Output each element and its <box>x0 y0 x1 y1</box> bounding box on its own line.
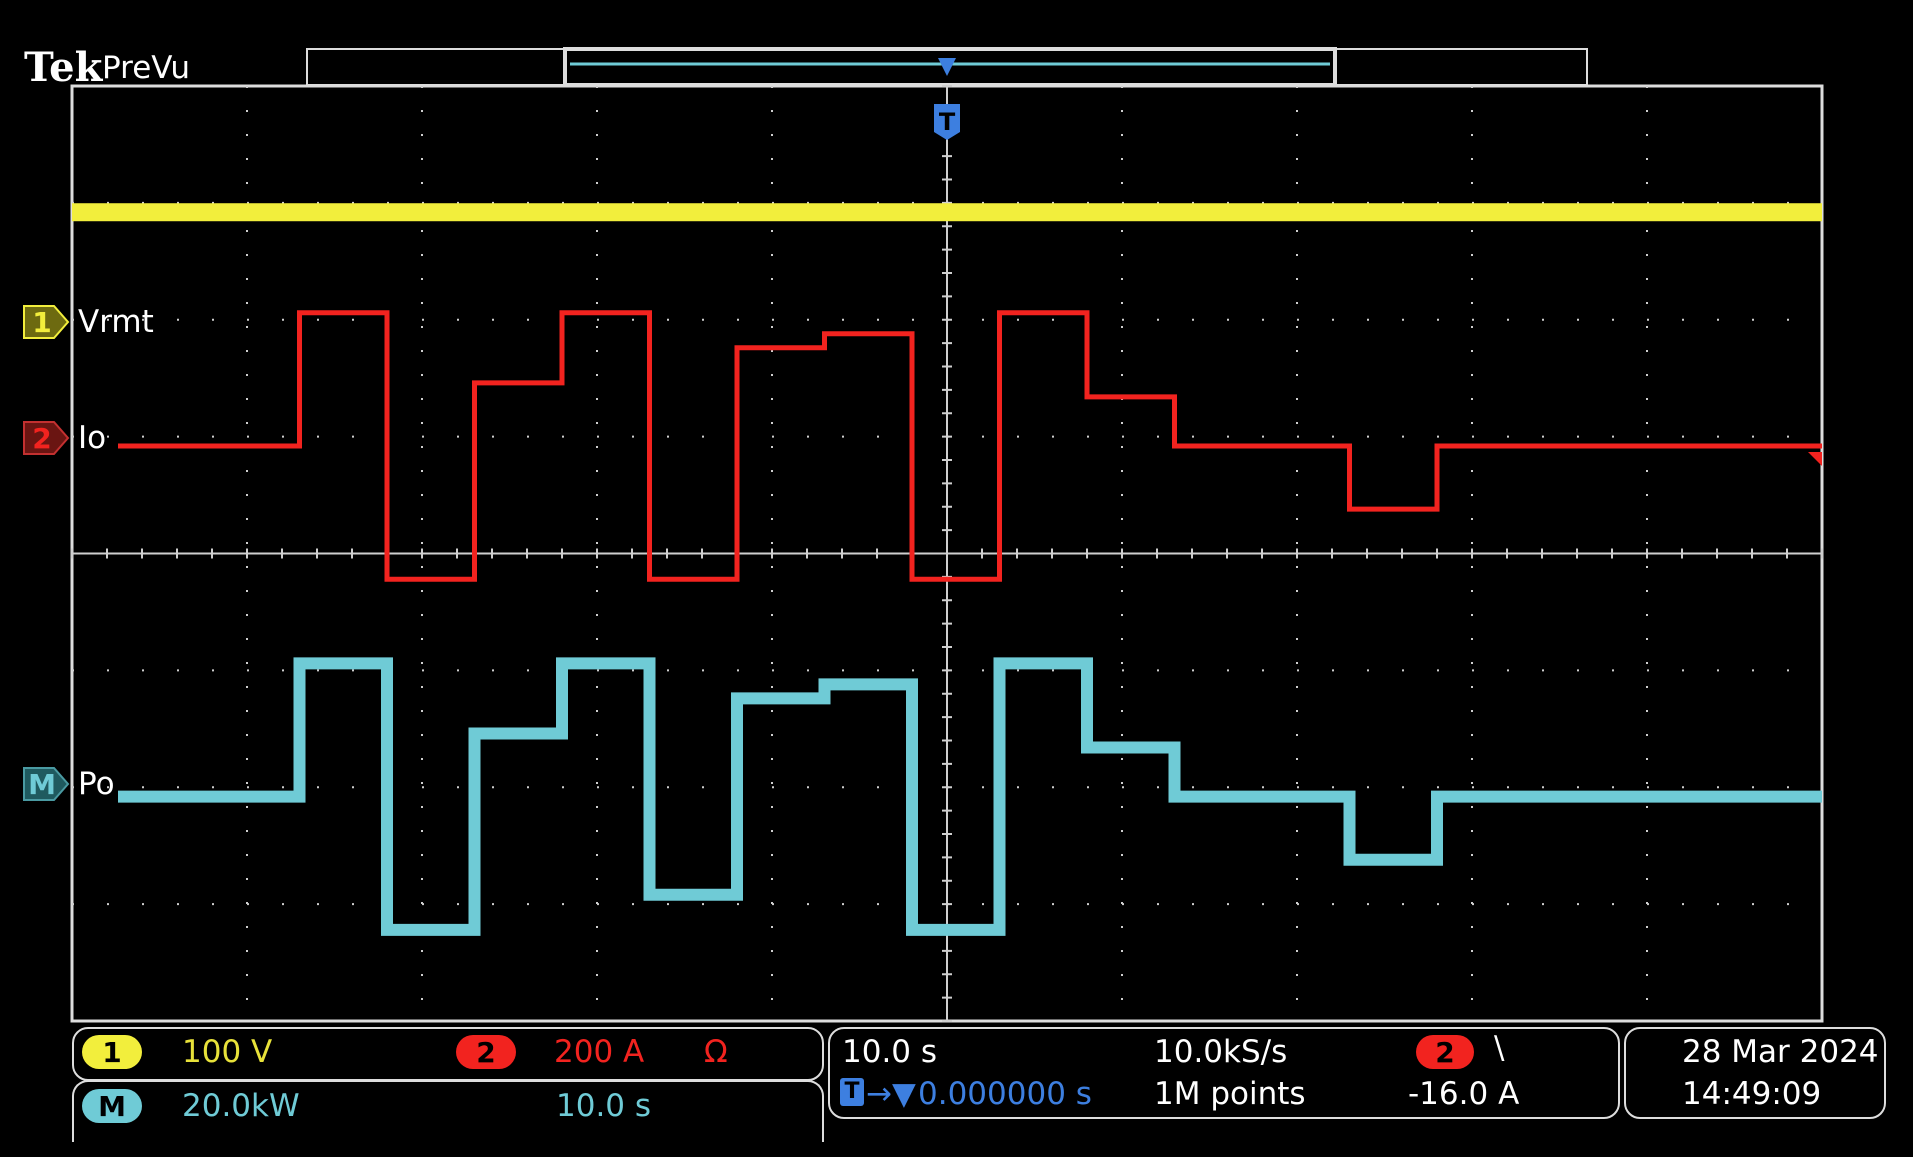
record-length: 1M points <box>1154 1076 1306 1112</box>
trigger-position: 0.000000 s <box>918 1076 1092 1112</box>
ch1-waveform <box>72 203 1822 222</box>
math-scale-panel <box>72 1080 824 1142</box>
ch1-scale: 100 V <box>182 1034 273 1070</box>
math-label: Po <box>78 766 115 802</box>
math-time-scale: 10.0 s <box>556 1088 652 1124</box>
trigger-level: -16.0 A <box>1408 1076 1520 1112</box>
datetime-panel <box>1624 1027 1886 1119</box>
ch2-marker[interactable]: 2 <box>23 421 70 455</box>
math-marker[interactable]: M <box>23 767 70 801</box>
trigger-source-badge[interactable]: 2 <box>1416 1035 1474 1069</box>
math-marker-label: M <box>28 768 56 801</box>
ch2-marker-label: 2 <box>32 422 51 455</box>
ch2-scale-badge[interactable]: 2 <box>456 1035 516 1069</box>
timebase-panel[interactable] <box>828 1027 1620 1119</box>
trigger-slope-icon: \ <box>1494 1030 1505 1066</box>
ch2-impedance-icon: Ω <box>704 1034 728 1070</box>
ch1-marker[interactable]: 1 <box>23 305 70 339</box>
ch2-label: Io <box>78 420 106 456</box>
ch2-scale: 200 A <box>554 1034 645 1070</box>
trigger-position-icon: T <box>840 1078 864 1106</box>
graticule-grid <box>71 85 1823 1022</box>
date: 28 Mar 2024 <box>1682 1034 1879 1070</box>
sample-rate: 10.0kS/s <box>1154 1034 1288 1070</box>
ch2-trigger-level-marker[interactable] <box>1808 451 1822 466</box>
trigger-arrow-icon: →▼ <box>866 1076 916 1112</box>
brand-logo: Tek <box>24 44 103 91</box>
time: 14:49:09 <box>1682 1076 1822 1112</box>
math-scale-badge[interactable]: M <box>82 1089 142 1123</box>
math-waveform <box>118 657 1822 936</box>
ch1-scale-badge[interactable]: 1 <box>82 1035 142 1069</box>
trigger-marker-letter: T <box>939 108 956 136</box>
timebase-scale: 10.0 s <box>842 1034 938 1070</box>
acquisition-mode: PreVu <box>102 50 191 86</box>
waveforms <box>72 203 1822 936</box>
ch1-label: Vrmt <box>78 304 154 340</box>
ch1-marker-label: 1 <box>32 306 51 339</box>
math-scale: 20.0kW <box>182 1088 300 1124</box>
ch2-waveform <box>118 310 1822 582</box>
trigger-position-marker[interactable]: T <box>934 58 960 140</box>
